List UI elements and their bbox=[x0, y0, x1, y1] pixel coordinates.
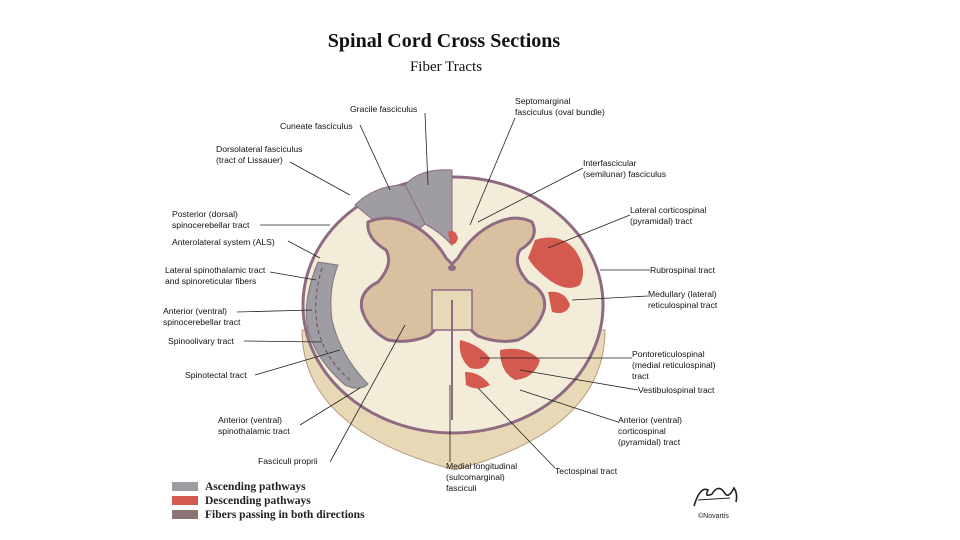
pontoreticulospinal-tract bbox=[459, 340, 490, 369]
label-tectospinal: Tectospinal tract bbox=[555, 466, 618, 476]
label-anterolateral-system: Anterolateral system (ALS) bbox=[172, 237, 275, 247]
label-spinoolivary: Spinoolivary tract bbox=[168, 336, 234, 346]
legend: Ascending pathways Descending pathways F… bbox=[172, 480, 365, 522]
label-medial-longitudinal: Medial longitudinal(sulcomarginal)fascic… bbox=[446, 461, 518, 493]
label-anterior-spinocerebellar: Anterior (ventral)spinocerebellar tract bbox=[163, 306, 241, 327]
rubrospinal-tract bbox=[548, 291, 570, 314]
lateral-corticospinal-tract bbox=[528, 237, 584, 288]
legend-item-descending: Descending pathways bbox=[172, 494, 365, 507]
ascending-lateral-band bbox=[305, 261, 369, 389]
label-anterior-corticospinal: Anterior (ventral)corticospinal(pyramida… bbox=[618, 415, 682, 447]
legend-item-ascending: Ascending pathways bbox=[172, 480, 365, 493]
page-subtitle: Fiber Tracts bbox=[409, 59, 483, 75]
label-posterior-spinocerebellar: Posterior (dorsal)spinocerebellar tract bbox=[172, 209, 250, 230]
label-medullary-reticulospinal: Medullary (lateral)reticulospinal tract bbox=[648, 289, 718, 310]
septomarginal-red bbox=[448, 230, 458, 245]
label-gracile: Gracile fasciculus bbox=[350, 104, 418, 114]
gracile-fasciculus bbox=[404, 169, 453, 247]
label-interfascicular: Interfascicular(semilunar) fasciculus bbox=[583, 158, 667, 179]
legend-label-both: Fibers passing in both directions bbox=[205, 508, 365, 521]
label-anterior-spinothalamic: Anterior (ventral)spinothalamic tract bbox=[218, 415, 290, 436]
page-title: Spinal Cord Cross Sections bbox=[327, 30, 561, 52]
label-cuneate: Cuneate fasciculus bbox=[280, 121, 353, 131]
anterolateral-dashed-line bbox=[315, 267, 351, 381]
label-spinotectal: Spinotectal tract bbox=[185, 370, 247, 380]
tectospinal-tract bbox=[465, 372, 490, 389]
legend-swatch-descending bbox=[172, 496, 198, 505]
label-lateral-corticospinal: Lateral corticospinal(pyramidal) tract bbox=[630, 205, 707, 226]
copyright-text: ©Novartis bbox=[698, 513, 729, 520]
legend-item-both: Fibers passing in both directions bbox=[172, 508, 365, 521]
label-pontoreticulospinal: Pontoreticulospinal(medial reticulospina… bbox=[632, 349, 716, 381]
gray-matter bbox=[359, 216, 547, 343]
central-canal bbox=[448, 265, 456, 271]
legend-swatch-ascending bbox=[172, 482, 198, 491]
label-vestibulospinal: Vestibulospinal tract bbox=[638, 385, 715, 395]
artist-signature-icon bbox=[693, 486, 738, 507]
legend-label-descending: Descending pathways bbox=[205, 494, 311, 507]
label-dorsolateral: Dorsolateral fasciculus(tract of Lissaue… bbox=[216, 144, 303, 165]
leader-lines bbox=[236, 112, 650, 469]
label-rubrospinal: Rubrospinal tract bbox=[650, 265, 715, 275]
legend-label-ascending: Ascending pathways bbox=[205, 480, 306, 493]
legend-swatch-both bbox=[172, 510, 198, 519]
label-fasciculi-proprii: Fasciculi proprii bbox=[258, 456, 318, 466]
vestibulospinal-tract bbox=[500, 348, 540, 380]
